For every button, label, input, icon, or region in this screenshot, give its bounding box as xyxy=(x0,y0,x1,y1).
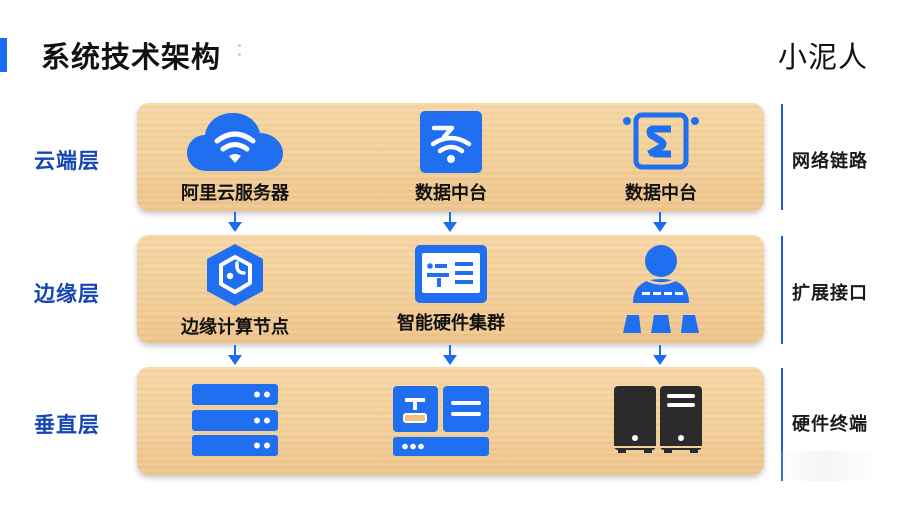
hexagon-chip-icon xyxy=(207,244,263,306)
side-label-interface: 扩展接口 xyxy=(792,283,868,304)
node-control-panel xyxy=(361,386,521,458)
wifi-square-icon xyxy=(420,111,482,173)
side-label-network: 网络链路 xyxy=(792,151,868,172)
side-divider-line xyxy=(781,236,783,344)
arrow-down-icon xyxy=(228,212,242,232)
edge-layer-panel: 边缘计算节点 智能硬件集群 xyxy=(137,235,764,343)
decorative-dots xyxy=(238,44,242,60)
node-data-platform-2: 数据中台 xyxy=(581,111,741,205)
node-label: 智能硬件集群 xyxy=(397,313,505,334)
s-badge-icon xyxy=(623,112,699,170)
cloud-wifi-icon xyxy=(187,113,283,171)
user-hierarchy-icon xyxy=(623,245,699,333)
control-panel-icon xyxy=(393,386,489,456)
arrow-down-icon xyxy=(653,212,667,232)
tower-servers-icon xyxy=(614,386,702,453)
server-rack-icon xyxy=(192,384,278,456)
node-label: 数据中台 xyxy=(625,183,697,204)
brand-name: 小泥人 xyxy=(777,40,868,74)
node-server-rack xyxy=(155,384,315,458)
vertical-layer-panel xyxy=(137,367,764,475)
arrow-down-icon xyxy=(443,345,457,365)
layer-label-edge: 边缘层 xyxy=(34,282,100,306)
node-tower-servers xyxy=(577,386,737,458)
node-label: 边缘计算节点 xyxy=(181,317,289,338)
side-divider-line xyxy=(781,104,783,210)
arrow-down-icon xyxy=(443,212,457,232)
cloud-layer-panel: 阿里云服务器 数据中台 数据中台 xyxy=(137,103,764,211)
side-divider-line xyxy=(781,368,783,481)
arrow-down-icon xyxy=(228,345,242,365)
layer-label-cloud: 云端层 xyxy=(34,149,100,173)
card-list-icon xyxy=(415,245,487,303)
watermark-fade xyxy=(770,451,880,481)
title-accent-bar xyxy=(0,38,7,72)
node-label: 数据中台 xyxy=(415,183,487,204)
node-data-platform-1: 数据中台 xyxy=(371,111,531,205)
node-label: 阿里云服务器 xyxy=(181,183,289,204)
node-user-hierarchy xyxy=(581,243,741,341)
node-edge-compute: 边缘计算节点 xyxy=(155,243,315,339)
layer-label-vertical: 垂直层 xyxy=(34,413,100,437)
page-title: 系统技术架构 xyxy=(41,40,222,74)
side-label-terminal: 硬件终端 xyxy=(792,414,868,435)
arrow-down-icon xyxy=(653,345,667,365)
node-aliyun-server: 阿里云服务器 xyxy=(155,111,315,205)
node-hardware-cluster: 智能硬件集群 xyxy=(371,245,531,335)
